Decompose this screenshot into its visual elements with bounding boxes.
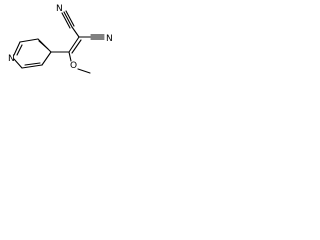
bond-vinyl-double [68,36,80,53]
bond-vinyl-to-oxygen [68,51,72,62]
ring-bond-c2-n1-inner [16,44,23,56]
ring-bond-c6-c5-inner [24,62,41,66]
pyridine-nitrogen-label: N [8,54,15,64]
chemical-structure: N N N O [8,4,113,74]
ring-bond-c2-n1 [13,41,21,56]
nitrile-nitrogen-right-label: N [106,34,113,44]
ring-bond-c3-c2 [19,38,39,43]
nitrile-top-line-3 [61,12,71,29]
nitrile-right-triple-bond [90,34,105,40]
nitrile-top-line-2 [65,10,75,27]
nitrile-top-triple-bond [61,10,75,29]
methoxy-oxygen-label: O [70,61,77,71]
ring-bond-c4-c3-inner [38,40,49,50]
ring-bond-n1-c6 [13,58,23,69]
bond-vinyl-double-inner [71,39,82,54]
ring-bond-c5-c4 [41,51,52,66]
nitrile-top-line-1 [63,11,73,28]
bond-oxygen-to-methyl [77,68,91,74]
pyridine-ring [13,38,52,69]
nitrile-nitrogen-top-label: N [56,4,63,14]
ring-bond-c6-c5 [21,64,43,69]
bond-to-nitrile-top [71,26,80,38]
